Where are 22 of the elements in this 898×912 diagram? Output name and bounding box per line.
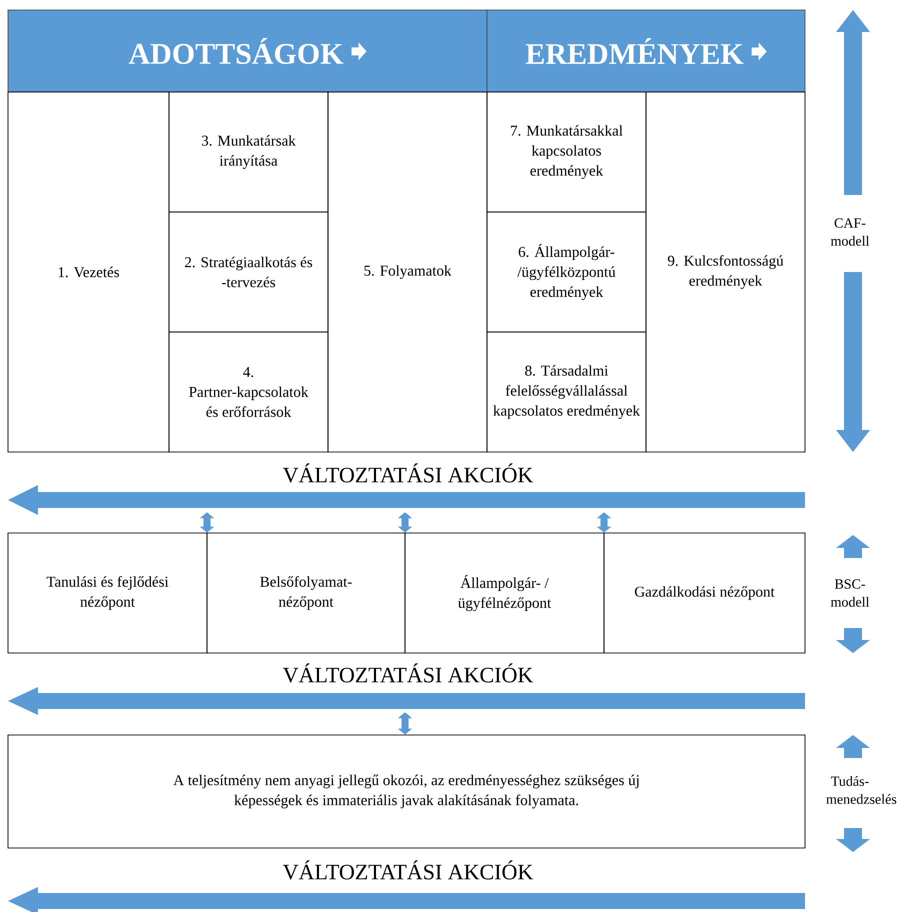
text-box: Belsőfolyamat-nézőpont	[206, 532, 406, 654]
text-box: 8. Társadalmi felelősségvállalással kapcsolatos eredmények	[486, 332, 646, 452]
text-box: A teljesítmény nem anyagi jellegű okozói, az eredményességhez szükséges új képességek és immateriális javak alakításának folyamata.	[8, 734, 806, 848]
header-band: EREDMÉNYEK	[486, 10, 806, 92]
text-box: Gazdálkodási nézőpont	[604, 532, 806, 654]
text-box: 6. Állampolgár-/ügyfélközpontú eredmények	[486, 212, 646, 332]
text-box: 2. Stratégiaalkotás és -tervezés	[168, 212, 328, 332]
side-label: CAF-modell	[830, 218, 870, 246]
band-heading: VÁLTOZTATÁSI AKCIÓK	[282, 463, 534, 483]
text-box: 5. Folyamatok	[328, 92, 488, 452]
text-box: 7. Munkatársakkal kapcsolatos eredmények	[486, 92, 646, 212]
text-box: 9. Kulcsfontosságú eredmények	[646, 92, 806, 452]
text-box: Tanulási és fejlődési nézőpont	[8, 532, 208, 654]
header-band: ADOTTSÁGOK	[8, 10, 488, 92]
side-label: BSC-modell	[830, 579, 870, 607]
text-box: 3. Munkatársak irányítása	[168, 92, 328, 212]
text-box: 1. Vezetés	[8, 92, 170, 452]
text-box: 4. Partner-kapcsolatok és erőforrások	[168, 332, 328, 452]
band-heading: VÁLTOZTATÁSI AKCIÓK	[282, 860, 534, 880]
side-label: Tudás-menedzselés	[826, 776, 896, 804]
text-box: Állampolgár- / ügyfélnézőpont	[404, 532, 604, 654]
band-heading: VÁLTOZTATÁSI AKCIÓK	[282, 663, 534, 683]
